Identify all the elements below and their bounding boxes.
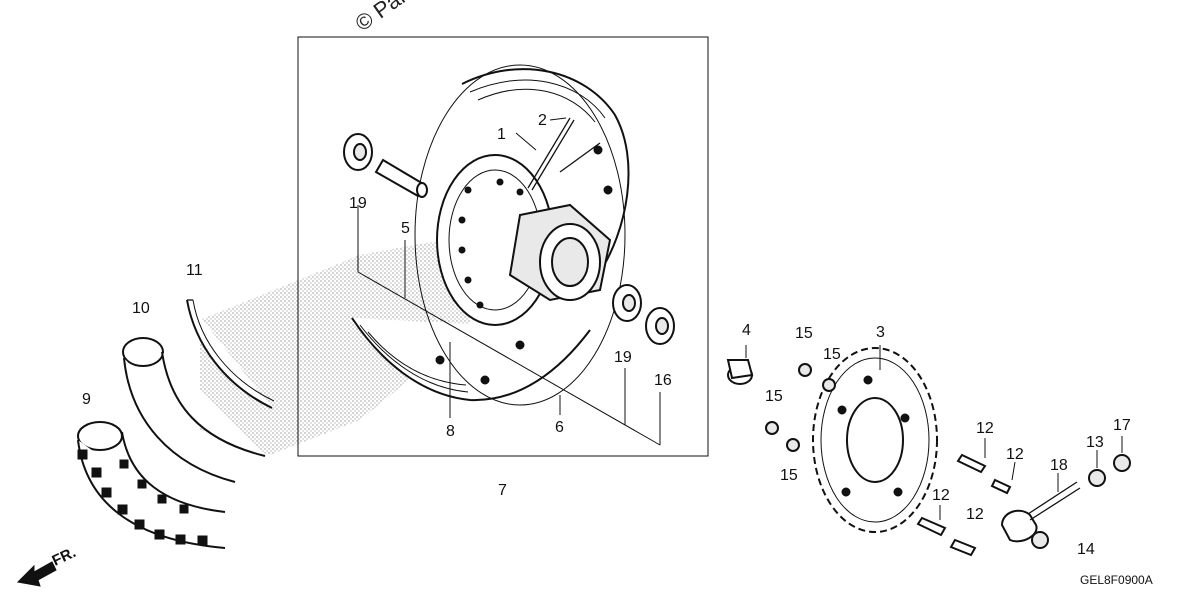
- callout-17: 17: [1113, 417, 1131, 434]
- chain-adjuster: [1000, 481, 1081, 543]
- assembly-frame: [297, 36, 709, 457]
- sprocket-bolts: [916, 453, 1012, 557]
- spoke: [527, 117, 571, 189]
- lock-nut-13: [1088, 469, 1106, 487]
- callout-8: 8: [446, 423, 455, 440]
- axle-spacer: [374, 158, 428, 198]
- front-direction-arrow: FR.: [16, 544, 79, 587]
- callout-14: 14: [1077, 541, 1095, 558]
- callout-12b: 12: [1006, 446, 1024, 463]
- stipple-shading: [200, 235, 470, 455]
- callout-11: 11: [186, 262, 203, 279]
- callout-15a: 15: [795, 325, 813, 342]
- dust-seal: [645, 307, 675, 345]
- callout-6: 6: [555, 419, 564, 436]
- tire-tread-knobs: [77, 449, 208, 546]
- watermark-text: © Parts: [351, 0, 426, 36]
- bearing-right: [612, 284, 642, 322]
- nut-17: [1113, 454, 1131, 472]
- callout-1: 1: [497, 126, 506, 143]
- sprocket-nuts: [765, 363, 836, 452]
- tire: [77, 421, 226, 549]
- callout-5: 5: [401, 220, 410, 237]
- callouts: 1 2 3 4 5 6 7 8 9 10 11 12 12 12 12 13 1…: [82, 112, 1131, 558]
- callout-15c: 15: [765, 388, 783, 405]
- callout-12d: 12: [966, 506, 984, 523]
- callout-19b: 19: [614, 349, 632, 366]
- callout-15b: 15: [823, 346, 841, 363]
- callout-4: 4: [742, 322, 751, 339]
- callout-13: 13: [1086, 434, 1104, 451]
- callout-12c: 12: [932, 487, 950, 504]
- sprocket-boss: [726, 359, 754, 385]
- diagram-code: GEL8F0900A: [1080, 573, 1153, 587]
- rim-band: [186, 299, 275, 409]
- callout-10: 10: [132, 300, 150, 317]
- adjuster-nut-14: [1031, 531, 1049, 549]
- callout-19a: 19: [349, 195, 367, 212]
- callout-15d: 15: [780, 467, 798, 484]
- callout-3: 3: [876, 324, 885, 341]
- drive-sprocket: [812, 347, 938, 533]
- direction-label: FR.: [50, 544, 79, 570]
- callout-7: 7: [498, 482, 507, 499]
- callout-12a: 12: [976, 420, 994, 437]
- bearing-upper: [343, 133, 373, 171]
- callout-16: 16: [654, 372, 672, 389]
- hub-spoke-holes: [458, 178, 524, 309]
- callout-9: 9: [82, 391, 91, 408]
- callout-2: 2: [538, 112, 547, 129]
- inner-tube: [122, 337, 266, 483]
- callout-18: 18: [1050, 457, 1068, 474]
- wheel-assembly: [351, 64, 630, 406]
